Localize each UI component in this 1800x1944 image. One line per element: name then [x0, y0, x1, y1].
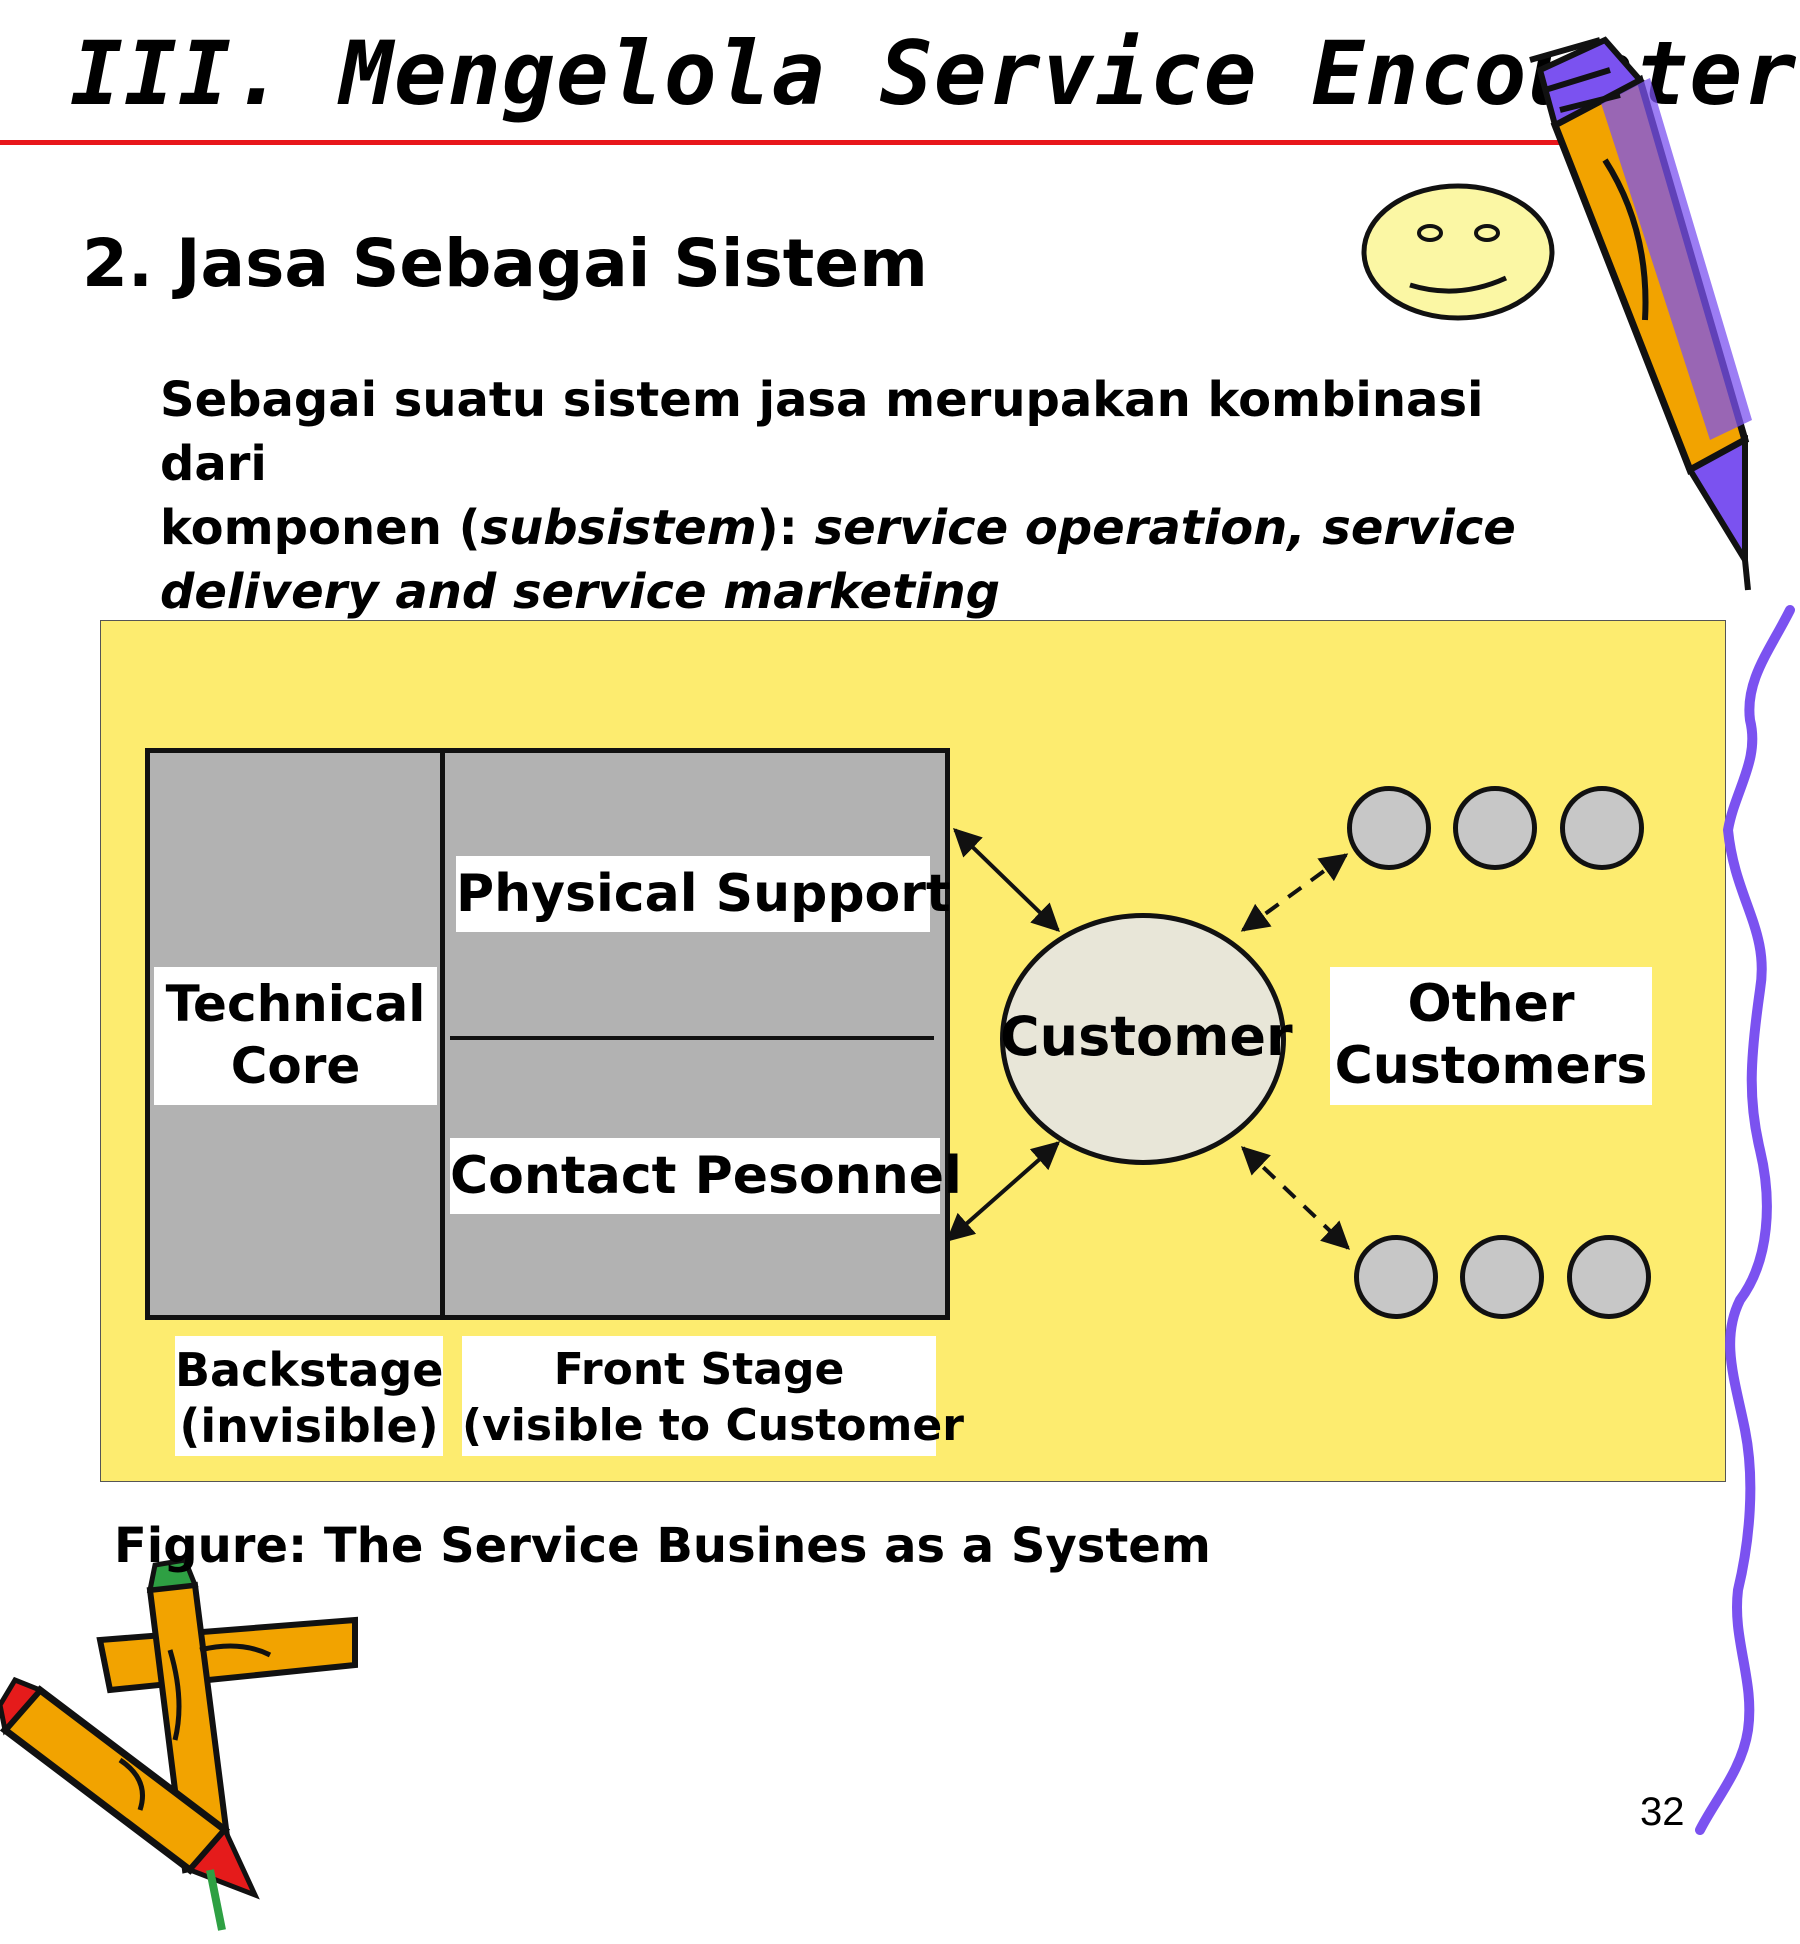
body-italic-span: subsistem [480, 500, 757, 556]
other-customer-circle [1567, 1235, 1651, 1319]
title-underline [0, 140, 1560, 145]
body-text-span: ): [756, 500, 815, 556]
other-customers-label: Other Customers [1330, 967, 1652, 1105]
contact-personnel-label: Contact Pesonnel [450, 1138, 962, 1214]
section-heading: 2. Jasa Sebagai Sistem [82, 225, 928, 302]
label-line: (visible to Customer [462, 1400, 964, 1451]
frontstage-box [440, 748, 950, 1320]
label-line: Customers [1334, 1036, 1648, 1096]
customer-label: Customer [1000, 1005, 1293, 1068]
customer-ellipse [1000, 913, 1286, 1165]
front-stage-label: Front Stage (visible to Customer [462, 1336, 964, 1456]
label-line: Technical [165, 975, 426, 1033]
slide-title: III. Mengelola Service Encounters [70, 22, 1800, 125]
other-customer-circle [1453, 786, 1537, 870]
other-customer-circle [1347, 786, 1431, 870]
crossed-pencils-icon [0, 1557, 358, 1931]
body-italic-span: service operation, service [814, 500, 1516, 556]
body-line-1: Sebagai suatu sistem jasa merupakan komb… [160, 372, 1484, 492]
label-line: Other [1407, 974, 1575, 1034]
frontstage-divider [450, 1036, 934, 1040]
other-customer-circle [1460, 1235, 1544, 1319]
body-italic-span: delivery and service marketing [160, 564, 1000, 620]
body-line-3: delivery and service marketing [160, 560, 1560, 624]
figure-caption: Figure: The Service Busines as a System [114, 1518, 1211, 1574]
label-line: Backstage [175, 1343, 444, 1397]
label-line: Front Stage [553, 1344, 845, 1395]
backstage-label: Backstage (invisible) [175, 1336, 444, 1456]
body-paragraph: Sebagai suatu sistem jasa merupakan komb… [160, 368, 1560, 624]
body-text-span: komponen ( [160, 500, 481, 556]
other-customer-circle [1354, 1235, 1438, 1319]
smiley-face-icon [1361, 183, 1555, 321]
page-number: 32 [1640, 1790, 1685, 1834]
other-customer-circle [1560, 786, 1644, 870]
body-line-2: komponen (subsistem): service operation,… [160, 496, 1560, 560]
technical-core-label: Technical Core [154, 967, 437, 1105]
label-line: Core [230, 1037, 361, 1095]
physical-support-label: Physical Support [456, 856, 951, 932]
label-line: (invisible) [179, 1399, 439, 1453]
